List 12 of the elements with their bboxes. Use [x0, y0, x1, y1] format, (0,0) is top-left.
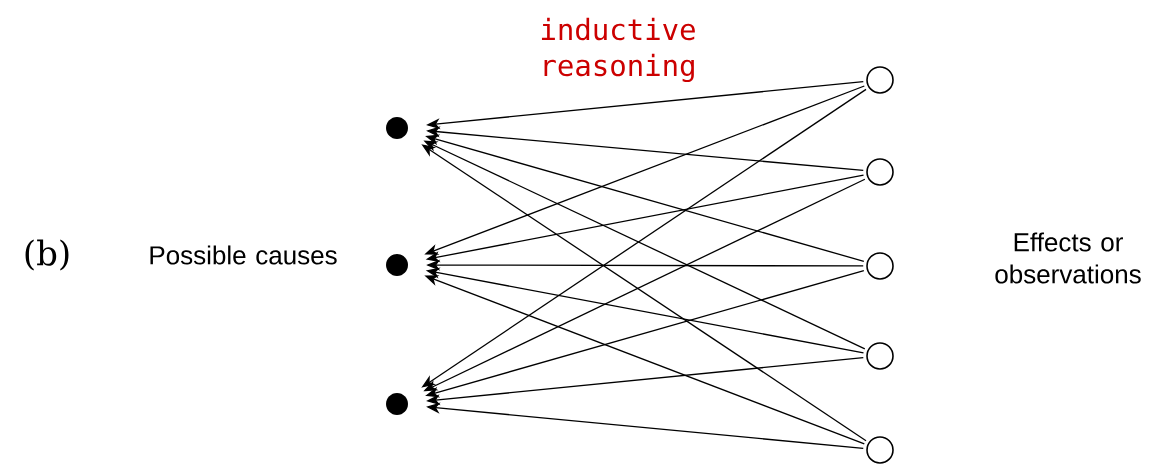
caption-text: inductive reasoning [541, 17, 695, 83]
cause-dot [386, 393, 408, 415]
observation-circle [866, 252, 894, 280]
group-label: Possible causes [150, 245, 337, 265]
observation-circle [866, 342, 894, 370]
observation-circle [866, 66, 894, 94]
group-label: Effects or observations [995, 232, 1141, 284]
observation-circle [866, 158, 894, 186]
cause-dot [386, 254, 408, 276]
observation-circle [866, 436, 894, 464]
panel-label: (b) [25, 239, 69, 271]
cause-dot [386, 117, 408, 139]
